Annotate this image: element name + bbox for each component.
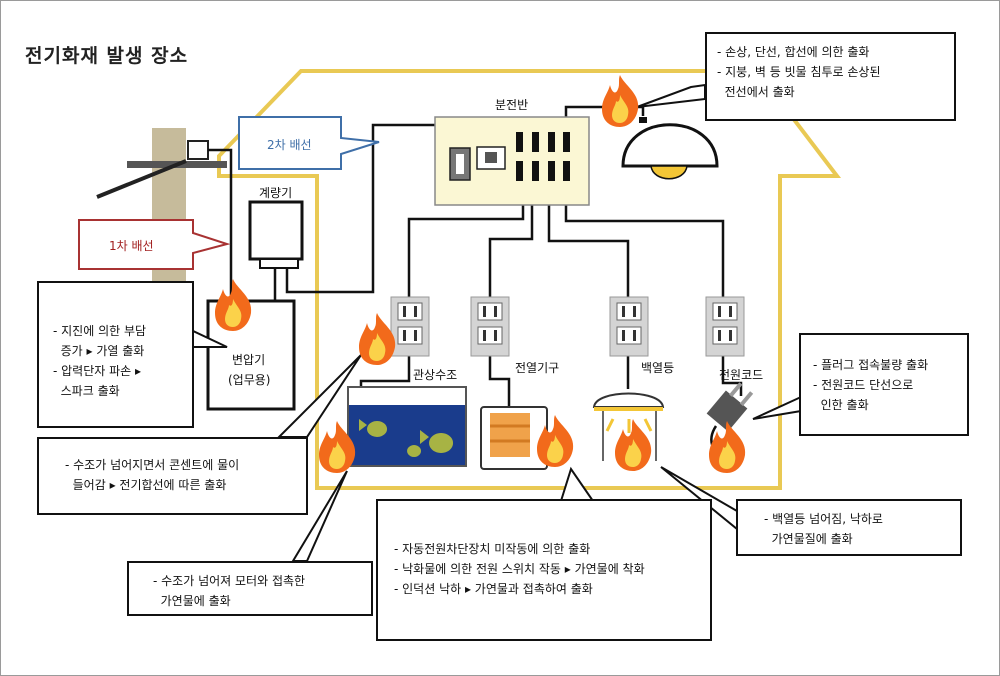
note-transformer: - 지진에 의한 부담 증가 ▸ 가열 출화 - 압력단자 파손 ▸ 스파크 출… — [37, 281, 194, 428]
note-line: 가연물에 출화 — [153, 594, 231, 608]
flame-icon-aquarium-outlet — [359, 313, 396, 365]
power-plug — [706, 382, 754, 432]
power-cord-label: 전원코드 — [719, 368, 764, 382]
branch-breakers — [516, 132, 570, 181]
page-title: 전기화재 발생 장소 — [25, 45, 189, 67]
pole-wire — [96, 159, 187, 199]
incandescent-lamp-label: 백열등 — [641, 361, 675, 375]
aquarium-label: 관상수조 — [413, 368, 458, 382]
callout-shape-secondary — [238, 116, 380, 170]
note-aquarium-motor: - 수조가 넘어져 모터와 접촉한 가연물에 출화 — [127, 561, 373, 616]
note-line: - 자동전원차단장치 미작동에 의한 출화 — [394, 542, 591, 556]
note-line: 들어감 ▸ 전기합선에 따른 출화 — [65, 478, 227, 492]
ceiling-lamp-shade — [621, 123, 719, 168]
distribution-board-label: 분전반 — [495, 98, 529, 112]
note-line: 증가 ▸ 가열 출화 — [53, 344, 145, 358]
flame-icon-power-cord — [709, 421, 746, 473]
note-line: - 플러그 접속불량 출화 — [813, 358, 929, 372]
note-line: - 수조가 넘어지면서 콘센트에 물이 — [65, 458, 240, 472]
secondary-wiring-label: 2차 배선 — [267, 138, 312, 152]
meter-base — [259, 258, 299, 269]
outlet-cord — [705, 296, 745, 357]
meter-label: 계량기 — [259, 186, 293, 200]
heater-element — [490, 413, 530, 457]
note-line: - 손상, 단선, 합선에 의한 출화 — [717, 45, 870, 59]
panel-to-heater — [488, 199, 534, 297]
outlet-lamp — [609, 296, 649, 357]
note-line: - 인덕션 낙하 ▸ 가연물과 접촉하여 출화 — [394, 582, 593, 596]
note-line: - 백열등 넘어짐, 낙하로 — [764, 512, 883, 526]
note-ceiling-lamp: - 손상, 단선, 합선에 의한 출화 - 지붕, 벽 등 빗물 침투로 손상된… — [705, 32, 956, 121]
note-line: - 낙화물에 의한 전원 스위치 작동 ▸ 가연물에 착화 — [394, 562, 645, 576]
note-line: - 수조가 넘어져 모터와 접촉한 — [153, 574, 306, 588]
incandescent-lamp-head — [592, 392, 665, 408]
note-heater: - 자동전원차단장치 미작동에 의한 출화 - 낙화물에 의한 전원 스위치 작… — [376, 499, 712, 641]
note-line: - 지진에 의한 부담 — [53, 324, 147, 338]
note-incandescent: - 백열등 넘어짐, 낙하로 가연물질에 출화 — [736, 499, 962, 556]
pole-to-transformer — [208, 148, 233, 301]
note-line: 스파크 출화 — [53, 384, 120, 398]
primary-wiring-label: 1차 배선 — [109, 239, 154, 253]
ceiling-lamp-bulb — [650, 165, 688, 180]
note-aquarium-outlet: - 수조가 넘어지면서 콘센트에 물이 들어감 ▸ 전기합선에 따른 출화 — [37, 437, 308, 515]
flame-icon-incandescent — [615, 419, 652, 471]
note-line: 가연물질에 출화 — [764, 532, 853, 546]
outlet-heater — [470, 296, 510, 357]
note-line: - 전원코드 단선으로 — [813, 378, 914, 392]
transformer-label: 변압기 — [232, 353, 266, 367]
flame-icon-ceiling-lamp — [602, 75, 639, 127]
transformer-label-sub: (업무용) — [228, 373, 271, 387]
panel-to-cord — [564, 199, 725, 297]
outlets — [390, 296, 745, 357]
panel-to-incandescent — [547, 199, 630, 297]
note-line: - 압력단자 파손 ▸ — [53, 364, 142, 378]
note-line: 인한 출화 — [813, 398, 869, 412]
note-line: 전선에서 출화 — [717, 85, 795, 99]
callout-shape-primary — [78, 219, 231, 270]
heater-label: 전열기구 — [515, 361, 560, 375]
panel-to-aquarium — [407, 199, 525, 297]
fish — [359, 419, 454, 457]
outlet-aquarium — [390, 296, 430, 357]
flame-icon-transformer — [215, 279, 252, 331]
note-line: - 지붕, 벽 등 빗물 침투로 손상된 — [717, 65, 881, 79]
flame-icon-heater — [537, 415, 574, 467]
flame-icon-aquarium — [319, 421, 356, 473]
note-power-cord: - 플러그 접속불량 출화 - 전원코드 단선으로 인한 출화 — [799, 333, 969, 436]
